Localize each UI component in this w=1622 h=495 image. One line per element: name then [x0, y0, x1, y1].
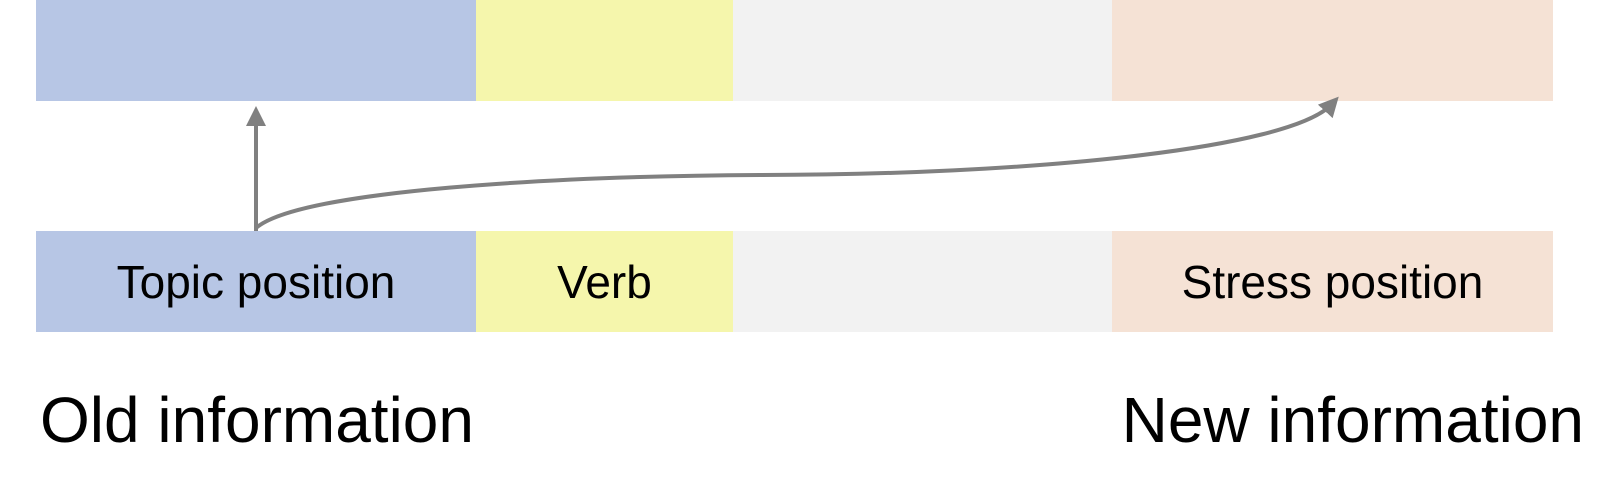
verb-label: Verb: [557, 255, 652, 308]
stress-position-label: Stress position: [1181, 255, 1484, 308]
topic-position-block: Topic position: [36, 231, 476, 332]
top-middle-block: [733, 0, 1112, 101]
middle-block: [733, 231, 1112, 332]
top-stress-block: [1112, 0, 1553, 101]
top-topic-block: [36, 0, 476, 101]
new-information-caption: New information: [1121, 384, 1584, 456]
topic-position-label: Topic position: [116, 255, 396, 308]
curved-arrow: [254, 96, 1339, 230]
verb-block: Verb: [476, 231, 733, 332]
top-verb-block: [476, 0, 733, 101]
stress-position-block: Stress position: [1112, 231, 1553, 332]
old-information-caption: Old information: [40, 384, 474, 456]
